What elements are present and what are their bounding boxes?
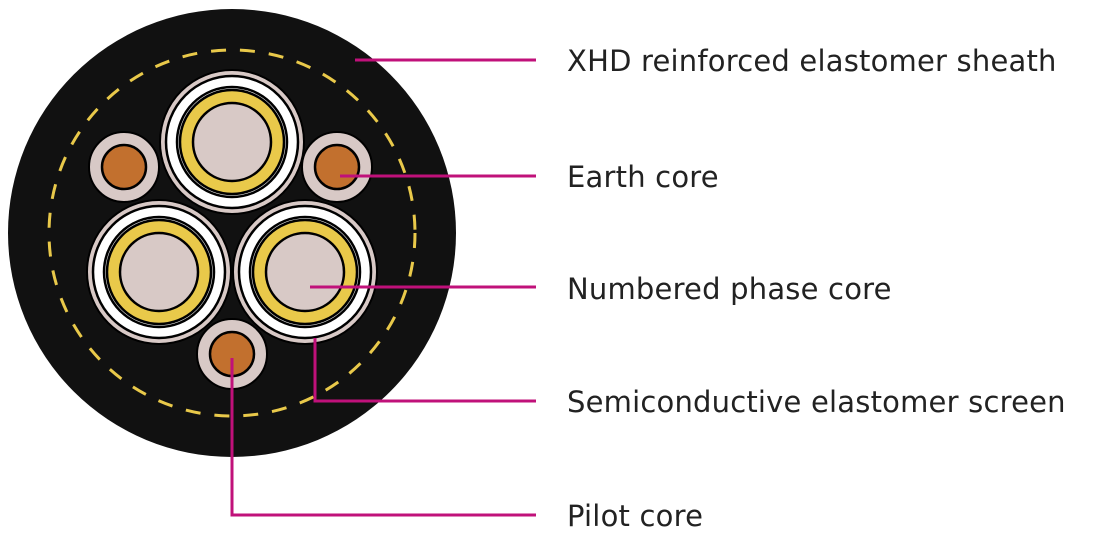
earth-core-conductor <box>100 143 148 191</box>
earth-core-conductor <box>313 143 361 191</box>
phase-core-conductor <box>264 231 346 313</box>
phase-core-conductor <box>118 231 200 313</box>
leader-screen <box>313 338 536 403</box>
label-earth-core: Earth core <box>567 160 719 194</box>
dashed-screen-line <box>47 48 417 418</box>
label-phase-core: Numbered phase core <box>567 272 892 306</box>
leader-pilot <box>230 358 536 517</box>
label-sheath: XHD reinforced elastomer sheath <box>567 44 1057 78</box>
label-screen: Semiconductive elastomer screen <box>567 385 1066 419</box>
label-pilot-core: Pilot core <box>567 499 704 533</box>
phase-core-conductor <box>191 101 273 183</box>
outer-sheath <box>8 9 456 457</box>
